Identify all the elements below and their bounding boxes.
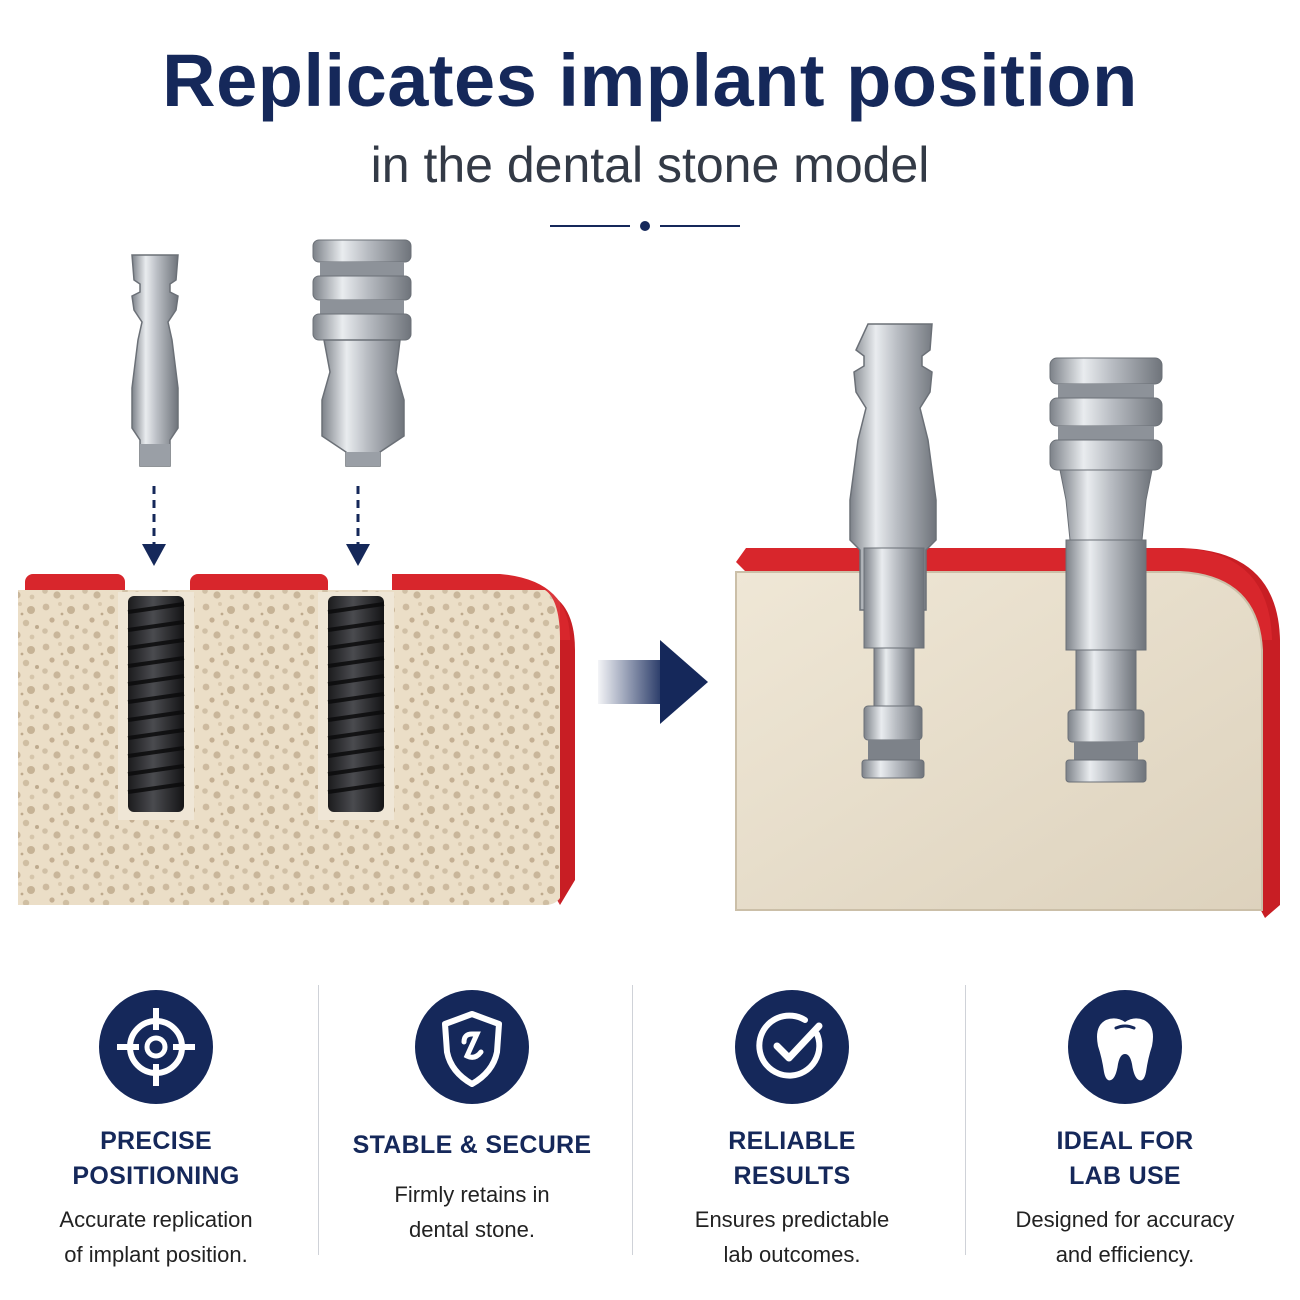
feature-list: PRECISE POSITIONING Accurate replication… bbox=[0, 980, 1300, 1270]
shield-icon bbox=[415, 990, 529, 1104]
implant-analog-ridged-seated bbox=[1049, 357, 1163, 783]
implant-screw bbox=[128, 596, 184, 812]
feature-title: RELIABLE bbox=[728, 1127, 856, 1155]
feature-title: IDEAL FOR bbox=[1056, 1127, 1194, 1155]
check-circle-icon bbox=[735, 990, 849, 1104]
implant-analog-ridged bbox=[312, 239, 412, 467]
insert-arrow-icon bbox=[152, 486, 360, 548]
feature-title: PRECISE bbox=[100, 1127, 212, 1155]
feature-description: dental stone. bbox=[409, 1217, 535, 1242]
feature-description: and efficiency. bbox=[1055, 1242, 1195, 1267]
feature-description: Designed for accuracy bbox=[1015, 1207, 1235, 1232]
arrow-right-icon bbox=[598, 640, 708, 724]
bone-block bbox=[18, 574, 575, 905]
feature-stable-secure: STABLE & SECURE Firmly retains in dental… bbox=[322, 980, 622, 1270]
feature-precise-positioning: PRECISE POSITIONING Accurate replication… bbox=[6, 980, 306, 1270]
target-icon bbox=[99, 990, 213, 1104]
feature-description: of implant position. bbox=[64, 1242, 248, 1267]
feature-description: Firmly retains in bbox=[394, 1182, 550, 1207]
tooth-icon bbox=[1068, 990, 1182, 1104]
feature-title: POSITIONING bbox=[72, 1162, 240, 1190]
feature-description: Accurate replication bbox=[59, 1207, 253, 1232]
feature-reliable-results: RELIABLE RESULTS Ensures predictable lab… bbox=[642, 980, 942, 1270]
implant-screw bbox=[328, 596, 384, 812]
page-title: Replicates implant position bbox=[162, 39, 1138, 122]
feature-description: lab outcomes. bbox=[723, 1242, 861, 1267]
feature-title: STABLE & SECURE bbox=[352, 1131, 592, 1159]
column-divider bbox=[965, 985, 966, 1255]
feature-ideal-lab-use: IDEAL FOR LAB USE Designed for accuracy … bbox=[975, 980, 1275, 1270]
page-subtitle: in the dental stone model bbox=[370, 137, 930, 193]
implant-analog-slim-seated bbox=[849, 323, 937, 779]
feature-description: Ensures predictable bbox=[694, 1207, 890, 1232]
column-divider bbox=[318, 985, 319, 1255]
column-divider bbox=[632, 985, 633, 1255]
stone-model bbox=[735, 548, 1280, 918]
implant-analog-slim bbox=[131, 254, 179, 467]
feature-title: RESULTS bbox=[733, 1162, 851, 1190]
implant-illustration bbox=[18, 239, 1280, 918]
title-divider bbox=[550, 218, 740, 234]
feature-title: LAB USE bbox=[1069, 1162, 1181, 1190]
